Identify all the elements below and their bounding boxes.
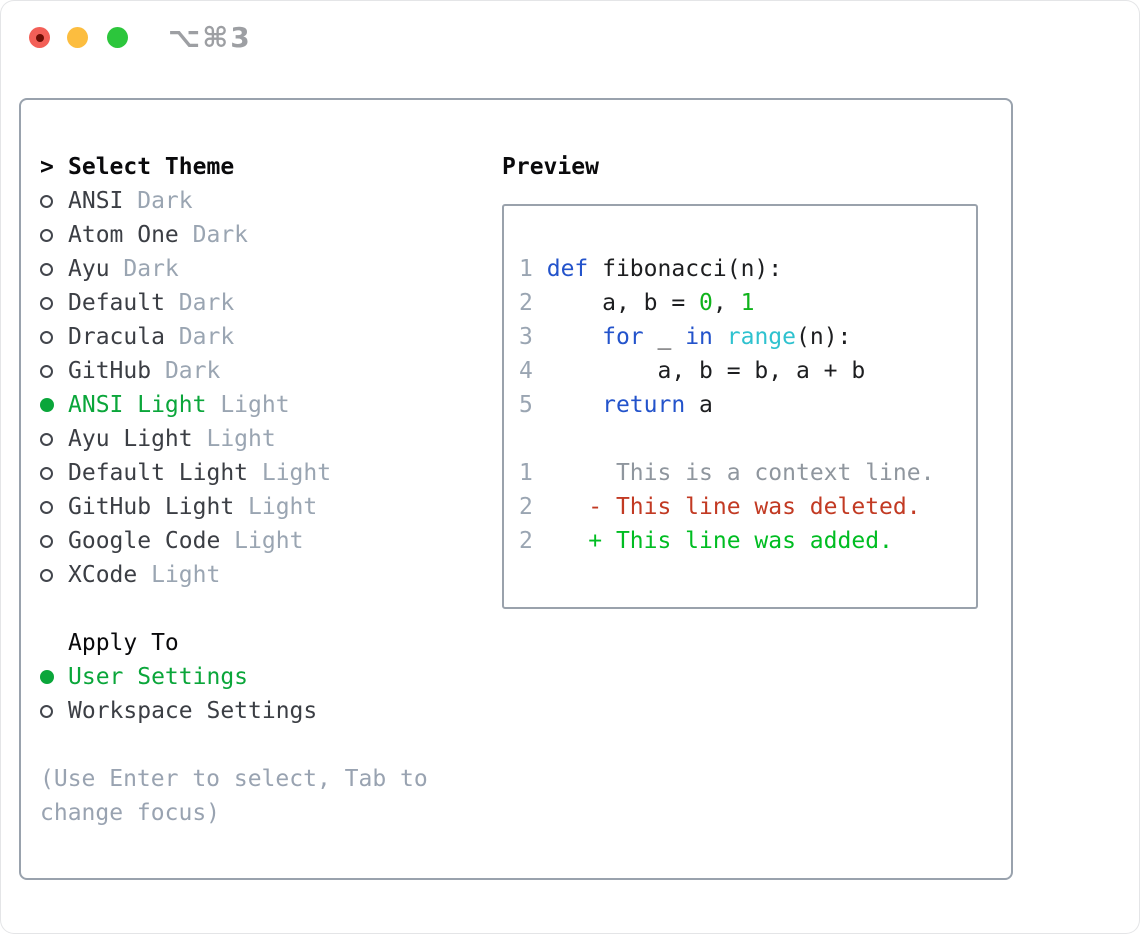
zoom-button[interactable] <box>107 27 128 48</box>
theme-variant: Light <box>192 426 276 452</box>
close-button[interactable] <box>29 27 50 48</box>
option-label: GitHub <box>68 358 152 384</box>
titlebar: ⌥⌘3 <box>0 0 1140 74</box>
option-label: Atom One <box>68 222 179 248</box>
apply-option-user-settings[interactable]: User Settings <box>40 660 490 694</box>
option-label: Default Light <box>68 460 249 486</box>
code-line: 5 return a <box>519 392 713 418</box>
focus-caret: > <box>40 154 54 180</box>
preview-pane: Preview 1 def fibonacci(n): 2 a, b = 0, 1… <box>502 150 1002 609</box>
help-text-line1: (Use Enter to select, Tab to <box>40 766 428 792</box>
radio-icon <box>40 568 53 582</box>
radio-icon <box>40 534 53 548</box>
theme-variant: Dark <box>164 290 235 316</box>
theme-option-xcode[interactable]: XCode Light <box>40 558 490 592</box>
radio-icon <box>40 330 53 344</box>
theme-option-atom-one[interactable]: Atom One Dark <box>40 218 490 252</box>
code-line: 2 + This line was added. <box>519 528 893 554</box>
code-line: 3 for _ in range(n): <box>519 324 852 350</box>
theme-option-ayu-light[interactable]: Ayu Light Light <box>40 422 490 456</box>
theme-option-github-light[interactable]: GitHub Light Light <box>40 490 490 524</box>
spacer <box>40 592 490 626</box>
theme-variant: Light <box>234 494 318 520</box>
apply-option-workspace-settings[interactable]: Workspace Settings <box>40 694 490 728</box>
theme-option-default-light[interactable]: Default Light Light <box>40 456 490 490</box>
theme-option-dracula[interactable]: Dracula Dark <box>40 320 490 354</box>
radio-selected-icon <box>40 398 54 412</box>
code-line: 1 def fibonacci(n): <box>519 256 783 282</box>
theme-variant: Light <box>137 562 221 588</box>
theme-variant: Light <box>220 528 304 554</box>
radio-icon <box>40 194 53 208</box>
theme-variant: Light <box>248 460 332 486</box>
apply-to-heading: Apply To <box>68 630 179 656</box>
theme-variant: Dark <box>164 324 235 350</box>
option-label: Default <box>68 290 165 316</box>
option-label: ANSI Light <box>68 392 207 418</box>
option-label: Dracula <box>68 324 165 350</box>
radio-selected-icon <box>40 670 54 684</box>
spacer <box>40 728 490 762</box>
radio-icon <box>40 228 53 242</box>
option-label: Ayu Light <box>68 426 193 452</box>
code-line: 2 - This line was deleted. <box>519 494 921 520</box>
option-label: ANSI <box>68 188 124 214</box>
code-line: 4 a, b = b, a + b <box>519 358 866 384</box>
option-label: XCode <box>68 562 138 588</box>
theme-option-default[interactable]: Default Dark <box>40 286 490 320</box>
minimize-button[interactable] <box>67 27 88 48</box>
code-line <box>519 422 976 456</box>
theme-variant: Dark <box>178 222 249 248</box>
help-text-line2: change focus) <box>40 800 221 826</box>
theme-option-github[interactable]: GitHub Dark <box>40 354 490 388</box>
select-theme-heading: > Select Theme <box>40 150 490 184</box>
close-dot-icon <box>35 33 44 42</box>
radio-icon <box>40 704 53 718</box>
radio-icon <box>40 466 53 480</box>
theme-variant: Dark <box>123 188 193 214</box>
select-theme-title: Select Theme <box>68 154 235 180</box>
theme-option-ansi-light[interactable]: ANSI Light Light <box>40 388 490 422</box>
theme-option-ayu[interactable]: Ayu Dark <box>40 252 490 286</box>
theme-variant: Light <box>206 392 290 418</box>
option-label: Ayu <box>68 256 110 282</box>
theme-variant: Dark <box>109 256 179 282</box>
radio-icon <box>40 262 53 276</box>
preview-box: 1 def fibonacci(n): 2 a, b = 0, 1 3 for _ … <box>502 204 978 609</box>
radio-icon <box>40 296 53 310</box>
radio-icon <box>40 500 53 514</box>
option-label: GitHub Light <box>68 494 235 520</box>
radio-icon <box>40 364 53 378</box>
theme-option-ansi[interactable]: ANSI Dark <box>40 184 490 218</box>
code-preview: 1 def fibonacci(n): 2 a, b = 0, 1 3 for _ … <box>519 252 976 558</box>
code-line: 2 a, b = 0, 1 <box>519 290 755 316</box>
preview-heading: Preview <box>502 154 599 180</box>
option-label: Google Code <box>68 528 221 554</box>
theme-option-google-code[interactable]: Google Code Light <box>40 524 490 558</box>
option-label: Workspace Settings <box>68 698 318 724</box>
window-shortcut-label: ⌥⌘3 <box>168 21 252 54</box>
option-label: User Settings <box>68 664 249 690</box>
radio-icon <box>40 432 53 446</box>
theme-variant: Dark <box>151 358 221 384</box>
code-line: 1 This is a context line. <box>519 460 935 486</box>
